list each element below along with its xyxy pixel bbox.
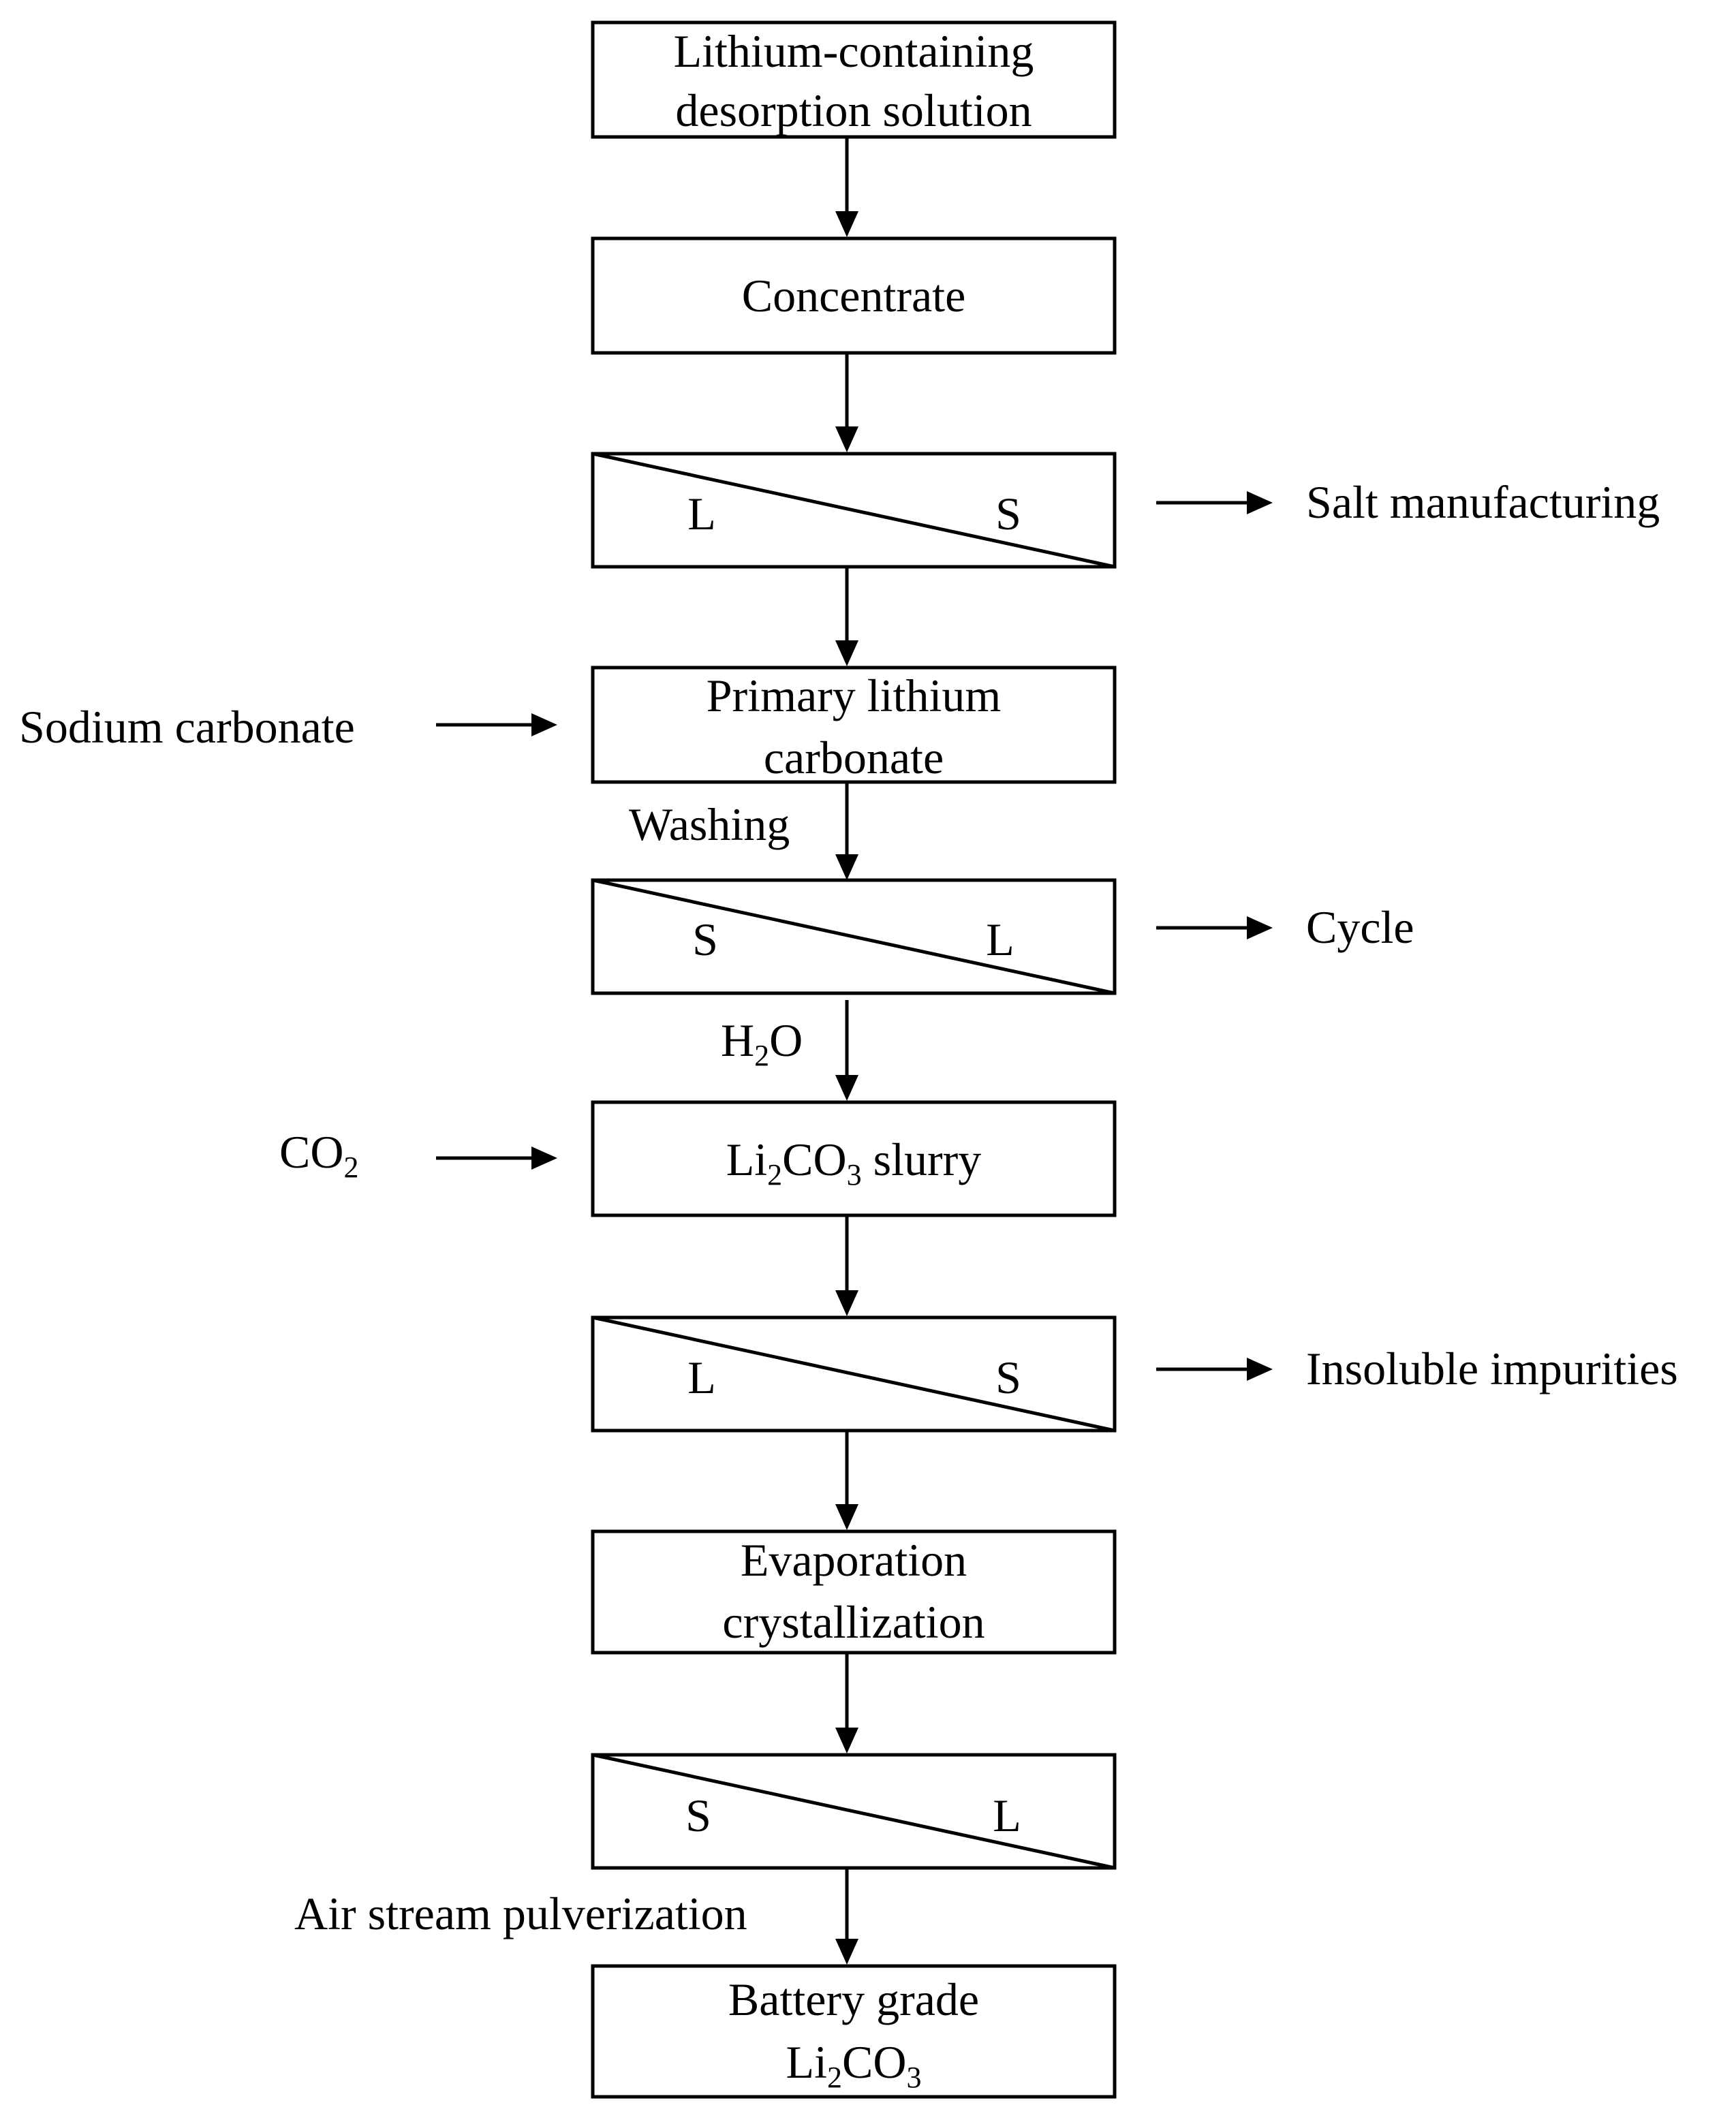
box-evaporation-line1: Evaporation <box>741 1534 967 1586</box>
separator-4-right: L <box>993 1790 1021 1841</box>
label-sodium-carbonate: Sodium carbonate <box>19 701 355 753</box>
arrow-co2 <box>436 1146 557 1170</box>
arrow-concentrate-to-separator1 <box>835 353 858 452</box>
label-washing: Washing <box>629 798 790 850</box>
box-battery-line2: Li2CO3 <box>786 2036 922 2094</box>
separator-1: L S <box>591 452 1117 569</box>
arrow-separator1-to-primary <box>835 567 858 666</box>
separator-4-left: S <box>685 1790 711 1841</box>
label-h2o: H2O <box>721 1014 803 1072</box>
separator-1-right: S <box>995 488 1021 540</box>
box-concentrate-label: Concentrate <box>742 270 966 322</box>
label-air-stream-pulverization: Air stream pulverization <box>294 1888 747 1939</box>
box-evaporation-crystallization: Evaporation crystallization <box>591 1529 1117 1655</box>
arrow-to-salt-manufacturing <box>1156 491 1273 514</box>
label-cycle: Cycle <box>1306 901 1414 953</box>
label-co2: CO2 <box>279 1126 358 1184</box>
separator-4: S L <box>591 1753 1117 1870</box>
arrow-separator3-to-evaporation <box>835 1431 858 1530</box>
arrow-slurry-to-separator3 <box>835 1215 858 1316</box>
arrow-primary-to-separator2 <box>835 782 858 880</box>
separator-1-left: L <box>687 488 716 540</box>
box-battery-grade: Battery grade Li2CO3 <box>591 1964 1117 2099</box>
separator-3: L S <box>591 1315 1117 1433</box>
separator-2-left: S <box>692 914 718 965</box>
box-li2co3-slurry: Li2CO3 slurry <box>591 1100 1117 1217</box>
arrow-separator4-to-battery <box>835 1868 858 1965</box>
box-evaporation-line2: crystallization <box>722 1596 985 1648</box>
separator-3-right: S <box>995 1352 1021 1403</box>
box-primary-lithium-carbonate: Primary lithium carbonate <box>591 666 1117 784</box>
separator-3-left: L <box>687 1352 716 1403</box>
label-insoluble-impurities: Insoluble impurities <box>1306 1343 1678 1394</box>
box-desorption-solution: Lithium-containing desorption solution <box>591 20 1117 139</box>
box-battery-line1: Battery grade <box>728 1973 979 2025</box>
separator-2-right: L <box>986 914 1014 965</box>
arrow-to-insoluble-impurities <box>1156 1358 1273 1381</box>
arrow-sodium-carbonate <box>436 713 557 736</box>
arrow-desorption-to-concentrate <box>835 137 858 237</box>
arrow-separator2-to-slurry <box>835 1000 858 1101</box>
box-slurry-label: Li2CO3 slurry <box>726 1134 982 1191</box>
box-desorption-line1: Lithium-containing <box>674 25 1034 77</box>
arrow-evaporation-to-separator4 <box>835 1653 858 1753</box>
arrow-to-cycle <box>1156 916 1273 939</box>
box-desorption-line2: desorption solution <box>675 84 1032 136</box>
label-salt-manufacturing: Salt manufacturing <box>1306 476 1660 528</box>
separator-2: S L <box>591 878 1117 995</box>
box-concentrate: Concentrate <box>591 236 1117 355</box>
box-primary-line1: Primary lithium <box>707 670 1002 721</box>
box-primary-line2: carbonate <box>764 732 944 783</box>
